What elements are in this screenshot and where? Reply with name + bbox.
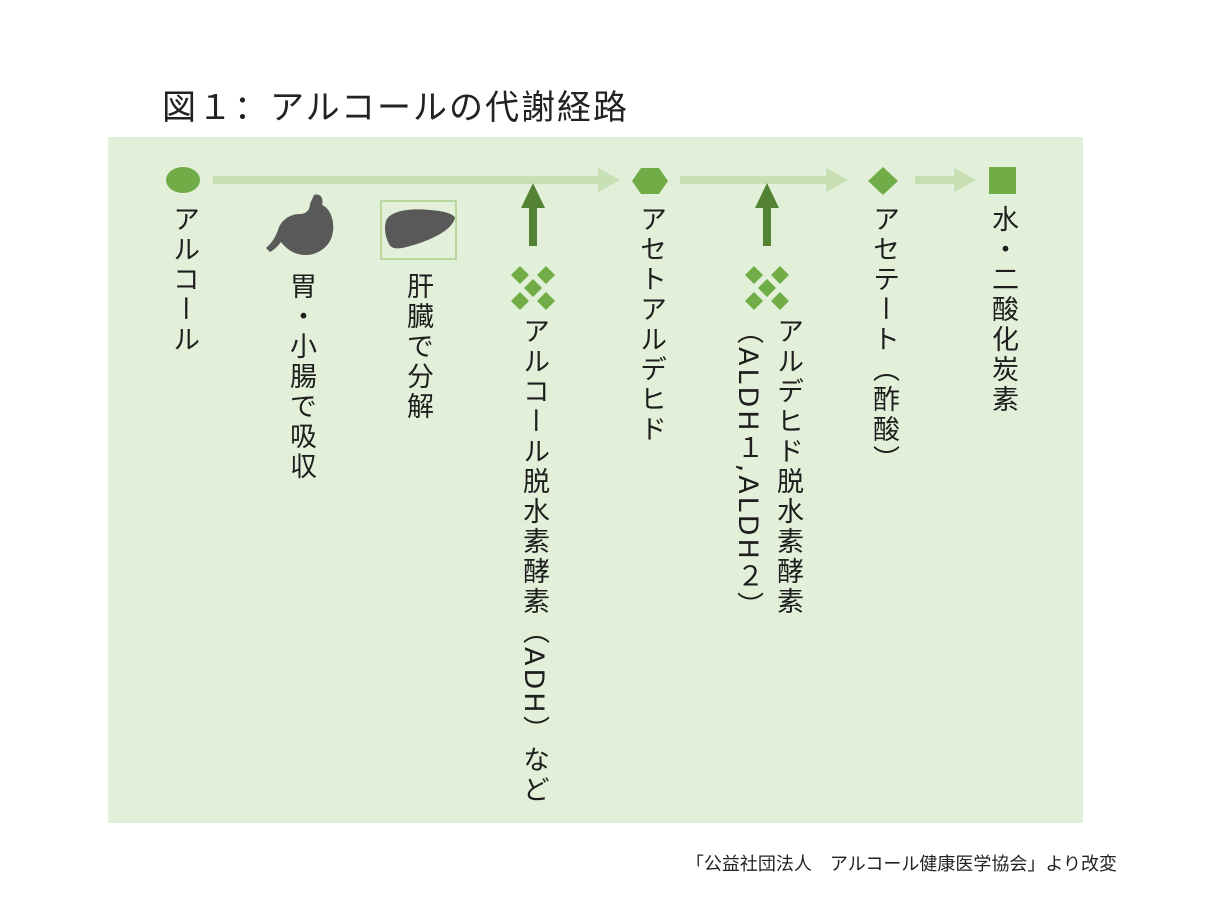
liver-label: 肝臓で分解	[402, 272, 433, 422]
stomach-icon	[266, 194, 334, 256]
adh-arrow	[521, 183, 545, 246]
square-icon	[989, 167, 1016, 194]
enzyme-cluster-icon	[745, 266, 789, 310]
flow-arrow-3	[915, 168, 976, 192]
diamond-icon	[868, 167, 898, 195]
flow-arrow-1	[213, 168, 620, 192]
aldh-label-line2: （ALDH１,ALDH２）	[732, 317, 763, 622]
hexagon-icon	[632, 168, 668, 194]
circle-icon	[166, 167, 200, 193]
stomach-label: 胃・小腸で吸収	[285, 272, 316, 482]
acetate-label: アセテート（酢酸）	[868, 205, 899, 475]
adh-label: アルコール脱水素酵素（ADH）など	[518, 317, 549, 806]
source-note: 「公益社団法人 アルコール健康医学協会」より改変	[685, 854, 1117, 875]
enzyme-cluster-icon	[511, 266, 555, 310]
acetaldehyde-label: アセトアルデヒド	[635, 205, 666, 445]
diagram-title: 図１：アルコールの代謝経路	[162, 88, 629, 128]
flow-arrow-2	[680, 168, 848, 192]
aldh-label-line1: アルデヒド脱水素酵素	[772, 317, 803, 617]
water-co2-label: 水・二酸化炭素	[987, 205, 1018, 415]
liver-icon	[380, 200, 457, 260]
aldh-arrow	[755, 183, 779, 246]
alcohol-label: アルコール	[168, 205, 199, 355]
